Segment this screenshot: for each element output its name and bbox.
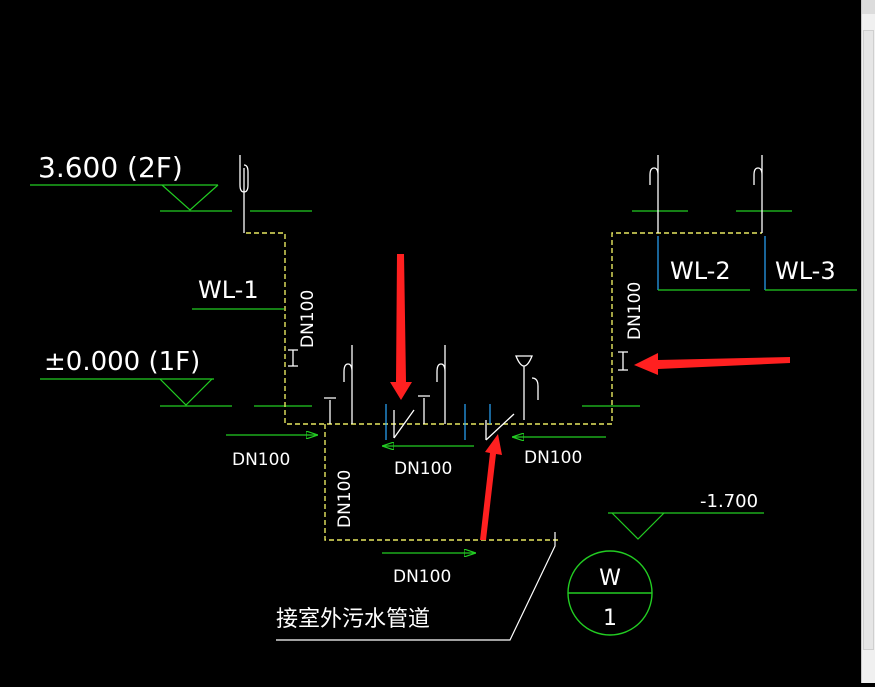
outdoor-sewer-note: 接室外污水管道 [276, 607, 430, 632]
level-label-1f: ±0.000 (1F) [44, 347, 200, 377]
pipe-size-riser-right: DN100 [625, 282, 645, 340]
fixture-stubs [385, 404, 491, 440]
vertical-scrollbar[interactable] [861, 0, 875, 683]
svg-text:WL-3: WL-3 [775, 257, 836, 285]
note-leader [276, 532, 556, 641]
trap-icon [239, 155, 249, 233]
trap-icon [753, 155, 763, 233]
pipe-size-bottom-pipe: DN100 [393, 567, 451, 587]
symbol-top: W [599, 566, 621, 591]
cleanout-icon [324, 397, 336, 424]
svg-text:WL-2: WL-2 [670, 257, 731, 285]
cleanout-icon [618, 351, 628, 371]
riser-label-wl3: WL-3 [764, 236, 857, 291]
trap-icon [649, 155, 659, 233]
pipe-size-labels: DN100 DN100 DN100 DN100 DN100 DN100 DN10… [232, 282, 645, 587]
level-marker-outdoor: -1.700 [608, 491, 764, 540]
drawing-symbol: W 1 [567, 550, 653, 636]
flow-arrows [226, 435, 606, 553]
svg-text:WL-1: WL-1 [198, 276, 259, 304]
cleanout-icon [288, 349, 298, 367]
floor-lines [250, 210, 792, 407]
red-arrow-left [634, 353, 790, 375]
symbol-bottom: 1 [603, 606, 617, 631]
pipe-size-branch-left: DN100 [232, 450, 290, 470]
trap-icon [343, 345, 353, 424]
check-valve-icon [393, 409, 515, 441]
fixtures [239, 155, 763, 424]
cleanout-icon [418, 395, 430, 424]
floor-drain-icon [515, 355, 539, 420]
riser-label-wl2: WL-2 [657, 236, 750, 291]
scroll-thumb[interactable] [863, 30, 874, 650]
pipe-size-branch-middle: DN100 [394, 459, 452, 479]
red-arrow-up [480, 434, 502, 540]
level-label-2f: 3.600 (2F) [38, 151, 183, 184]
scroll-up-button[interactable] [862, 0, 875, 14]
riser-label-wl1: WL-1 [192, 276, 284, 310]
level-marker-2f: 3.600 (2F) [30, 151, 232, 212]
pipe-size-down-pipe: DN100 [335, 470, 355, 528]
red-annotation-arrows [390, 254, 790, 540]
pipe-size-riser-left: DN100 [298, 290, 318, 348]
level-marker-1f: ±0.000 (1F) [40, 347, 232, 407]
trap-icon [436, 345, 446, 424]
pipe-size-branch-right: DN100 [524, 448, 582, 468]
drainage-diagram: 3.600 (2F) ±0.000 (1F) -1.700 WL-1 WL-2 … [30, 151, 857, 641]
red-arrow-down [390, 254, 412, 400]
level-label-outdoor: -1.700 [700, 491, 758, 512]
